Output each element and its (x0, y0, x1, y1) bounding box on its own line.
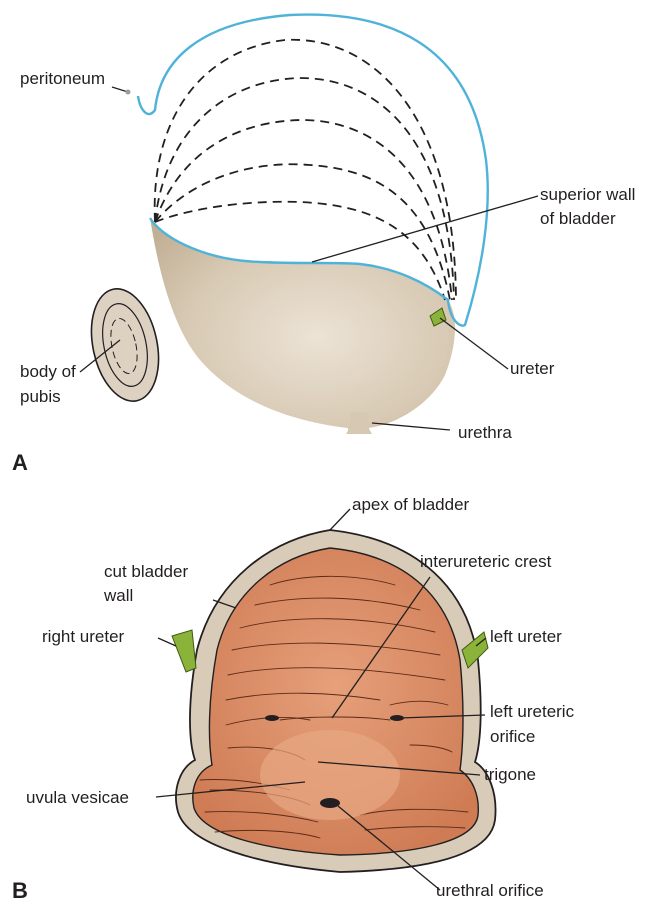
label-ureter: ureter (510, 359, 555, 378)
label-right-ureter: right ureter (42, 627, 125, 646)
panel-letter-a: A (12, 450, 28, 475)
label-left-orifice-2: orifice (490, 727, 535, 746)
label-interureteric-crest: interureteric crest (420, 552, 552, 571)
label-cut-wall-1: cut bladder (104, 562, 188, 581)
leader-superior-wall (312, 196, 538, 262)
label-trigone: trigone (484, 765, 536, 784)
label-superior-wall-2: of bladder (540, 209, 616, 228)
label-cut-wall-2: wall (103, 586, 133, 605)
peritoneum-pin-icon (126, 90, 131, 95)
label-urethral-orifice: urethral orifice (436, 881, 544, 900)
right-ureter-stub (172, 630, 196, 672)
label-left-orifice-1: left ureteric (490, 702, 575, 721)
leader-peritoneum (112, 87, 128, 92)
panel-b: apex of bladder cut bladder wall interur… (12, 495, 575, 903)
label-uvula: uvula vesicae (26, 788, 129, 807)
label-peritoneum: peritoneum (20, 69, 105, 88)
label-pubis-1: body of (20, 362, 76, 381)
leader-apex (330, 509, 350, 530)
panel-a: peritoneum superior wall of bladder uret… (12, 15, 635, 475)
right-ureteric-orifice (265, 715, 279, 721)
pubis-bone (82, 283, 168, 408)
label-left-ureter: left ureter (490, 627, 562, 646)
panel-letter-b: B (12, 878, 28, 903)
label-apex: apex of bladder (352, 495, 470, 514)
leader-urethra (372, 423, 450, 430)
urethral-orifice-mark (320, 798, 340, 808)
label-urethra: urethra (458, 423, 512, 442)
label-pubis-2: pubis (20, 387, 61, 406)
label-superior-wall-1: superior wall (540, 185, 635, 204)
